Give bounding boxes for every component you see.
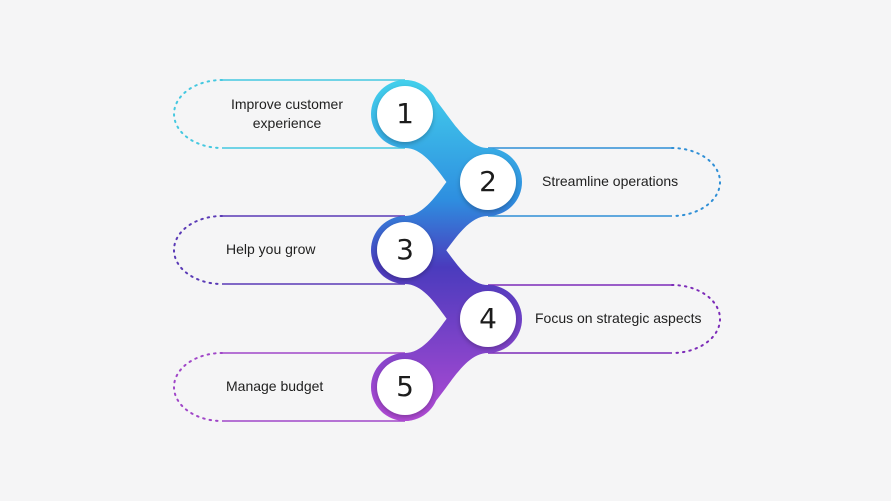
step-3-label: Help you grow bbox=[226, 241, 316, 257]
step-3-outline bbox=[173, 215, 405, 285]
number-discs bbox=[377, 86, 516, 415]
step-5-number: 5 bbox=[396, 370, 414, 403]
step-5-disc bbox=[377, 359, 433, 415]
step-1-outline bbox=[173, 79, 405, 149]
step-2-outline bbox=[488, 147, 721, 217]
step-4-outline bbox=[488, 284, 721, 354]
step-2-disc bbox=[460, 154, 516, 210]
step-4-disc bbox=[460, 291, 516, 347]
step-5-outline bbox=[173, 352, 405, 422]
step-4-label: Focus on strategic aspects bbox=[535, 310, 702, 326]
step-3-disc bbox=[377, 222, 433, 278]
step-2-number: 2 bbox=[479, 165, 497, 198]
step-4-number: 4 bbox=[479, 302, 497, 335]
step-3-number: 3 bbox=[396, 233, 414, 266]
step-1-label: Improve customer experience bbox=[230, 96, 344, 131]
step-5-label: Manage budget bbox=[226, 378, 324, 394]
step-2-label: Streamline operations bbox=[542, 173, 679, 189]
step-1-disc bbox=[377, 86, 433, 142]
step-1-number: 1 bbox=[396, 97, 414, 130]
